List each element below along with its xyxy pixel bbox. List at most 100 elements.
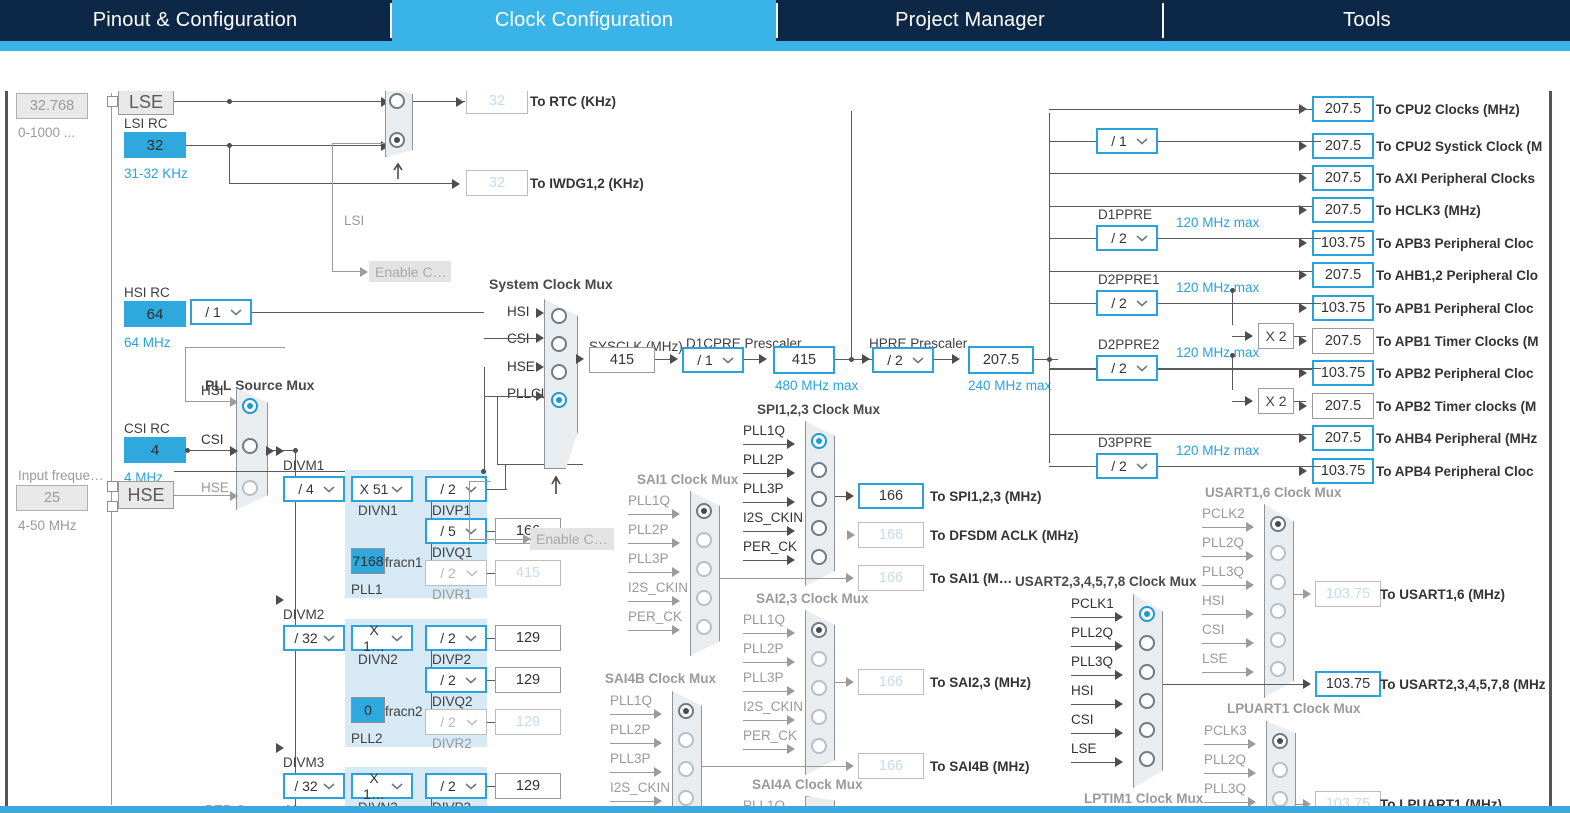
tab-pinout-configuration[interactable]: Pinout & Configuration (0, 0, 390, 41)
csi-rc-value[interactable]: 4 (124, 437, 186, 463)
mux-option-usart2345678-3[interactable] (1139, 693, 1155, 709)
mux-option-sai1-1[interactable] (696, 532, 712, 548)
mux-option-sai4b-0[interactable] (678, 703, 694, 719)
mux-option-sai1-4[interactable] (696, 619, 712, 635)
mux-option-sai4b-2[interactable] (678, 761, 694, 777)
mux-option-sai23-0[interactable] (811, 622, 827, 638)
mux-option-lpuart1-0[interactable] (1272, 733, 1288, 749)
clock-mux-sai4b[interactable] (672, 691, 702, 813)
mux-option-usart2345678-0[interactable] (1139, 606, 1155, 622)
mux-option-usart16-4[interactable] (1270, 632, 1286, 648)
pll-src-option-hse[interactable] (242, 480, 258, 496)
pll-divp2-select[interactable]: / 2 (425, 625, 487, 651)
pll-divp3-select[interactable]: / 2 (425, 773, 487, 799)
lsi-rc-value[interactable]: 32 (124, 132, 186, 158)
tab-tools[interactable]: Tools (1164, 0, 1570, 41)
lse-frequency-field[interactable]: 32.768 (16, 93, 88, 119)
hpre-select[interactable]: / 2 (872, 347, 934, 373)
clock-mux-usart2345678[interactable] (1133, 594, 1163, 788)
prescaler-select-cpu2_systick[interactable]: / 1 (1096, 128, 1158, 154)
mux-option-spi123-3[interactable] (811, 520, 827, 536)
output-value-6[interactable]: 103.75 (1312, 295, 1374, 321)
clock-mux-spi123[interactable] (805, 421, 835, 586)
mux-option-usart16-3[interactable] (1270, 603, 1286, 619)
sys-mux-option-pllclk[interactable] (551, 392, 567, 408)
pll-divm-select-1[interactable]: / 4 (283, 476, 345, 502)
d1cpre-output-value[interactable]: 415 (773, 346, 835, 374)
clock-mux-lpuart1[interactable] (1266, 721, 1296, 813)
rtc-mux-option-lsi[interactable] (389, 132, 405, 148)
output-value-8[interactable]: 103.75 (1312, 360, 1374, 386)
tab-project-manager[interactable]: Project Manager (778, 0, 1162, 41)
mux-option-usart16-5[interactable] (1270, 661, 1286, 677)
horizontal-scrollbar[interactable] (0, 806, 1570, 813)
output-value-0[interactable]: 207.5 (1312, 96, 1374, 122)
d1cpre-select[interactable]: / 1 (682, 347, 744, 373)
sys-mux-option-hsi[interactable] (551, 308, 567, 324)
output-value-2[interactable]: 207.5 (1312, 165, 1374, 191)
mux-option-usart2345678-1[interactable] (1139, 635, 1155, 651)
rtc-mux-option-lse[interactable] (389, 93, 405, 109)
mux-option-sai23-4[interactable] (811, 738, 827, 754)
output-value-10[interactable]: 207.5 (1312, 425, 1374, 451)
pll-divq1-select[interactable]: / 5 (425, 518, 487, 544)
mux-option-usart2345678-4[interactable] (1139, 722, 1155, 738)
mux-option-sai23-2[interactable] (811, 680, 827, 696)
clock-tree-canvas[interactable]: 32.768 0-1000 ... Input freque… 25 4-50 … (0, 91, 1570, 813)
pll-divq2-select[interactable]: / 2 (425, 667, 487, 693)
system-clock-enable-button[interactable]: Enable C… (530, 528, 614, 550)
pll-src-option-hsi[interactable] (242, 398, 258, 414)
pll-divm-select-2[interactable]: / 32 (283, 625, 345, 651)
mux-option-lpuart1-1[interactable] (1272, 762, 1288, 778)
mux-output-value-usart2345678[interactable]: 103.75 (1315, 671, 1381, 697)
hsi-divider-select[interactable]: / 1 (190, 299, 252, 325)
mux-option-spi123-0[interactable] (811, 433, 827, 449)
output-value-5[interactable]: 207.5 (1312, 262, 1374, 288)
mux-option-usart16-2[interactable] (1270, 574, 1286, 590)
output-value-11[interactable]: 103.75 (1312, 458, 1374, 484)
mux-option-usart16-1[interactable] (1270, 545, 1286, 561)
prescaler-select-D2PPRE2[interactable]: / 2 (1096, 355, 1158, 381)
output-value-3[interactable]: 207.5 (1312, 197, 1374, 223)
mux-option-spi123-4[interactable] (811, 549, 827, 565)
mux-option-usart16-0[interactable] (1270, 516, 1286, 532)
pll-fracn-value-2[interactable]: 0 (351, 697, 385, 723)
clock-mux-usart16[interactable] (1264, 504, 1294, 698)
clock-mux-sai1[interactable] (690, 491, 720, 656)
pll-divn-select-1[interactable]: X 51 (351, 476, 413, 502)
hse-block[interactable]: HSE (118, 481, 174, 509)
lse-block[interactable]: LSE (118, 91, 174, 115)
pll-divp1-select[interactable]: / 2 (425, 476, 487, 502)
tab-clock-configuration[interactable]: Clock Configuration (392, 0, 776, 41)
pll-fracn-value-1[interactable]: 7168 (351, 548, 385, 574)
mux-option-sai1-2[interactable] (696, 561, 712, 577)
system-clock-mux[interactable] (544, 299, 578, 469)
mux-option-sai1-0[interactable] (696, 503, 712, 519)
pll-divm-select-3[interactable]: / 32 (283, 773, 345, 799)
rtc-enable-clock-button[interactable]: Enable C… (369, 261, 451, 282)
hse-input-frequency-field[interactable]: 25 (16, 485, 88, 511)
clock-mux-sai23[interactable] (805, 610, 835, 775)
pll-source-mux[interactable] (236, 388, 268, 510)
pll-src-option-csi[interactable] (242, 438, 258, 454)
mux-option-sai1-3[interactable] (696, 590, 712, 606)
mux-option-spi123-2[interactable] (811, 491, 827, 507)
mux-option-spi123-1[interactable] (811, 462, 827, 478)
rtc-clock-mux[interactable] (385, 91, 413, 157)
mux-option-usart2345678-5[interactable] (1139, 751, 1155, 767)
mux-option-lpuart1-2[interactable] (1272, 791, 1288, 807)
mux-option-usart2345678-2[interactable] (1139, 664, 1155, 680)
mux-output-value-spi123[interactable]: 166 (858, 483, 924, 509)
mux-option-sai4b-3[interactable] (678, 790, 694, 806)
mux-option-sai23-1[interactable] (811, 651, 827, 667)
hsi-rc-value[interactable]: 64 (124, 301, 186, 327)
vertical-scrollbar[interactable] (1552, 91, 1568, 813)
pll-divn-select-2[interactable]: X 1… (351, 622, 413, 654)
sys-mux-option-csi[interactable] (551, 336, 567, 352)
prescaler-select-D1PPRE[interactable]: / 2 (1096, 225, 1158, 251)
mux-option-sai23-3[interactable] (811, 709, 827, 725)
prescaler-select-D2PPRE1[interactable]: / 2 (1096, 290, 1158, 316)
hpre-output-value[interactable]: 207.5 (968, 346, 1034, 374)
prescaler-select-D3PPRE[interactable]: / 2 (1096, 453, 1158, 479)
output-value-1[interactable]: 207.5 (1312, 133, 1374, 159)
